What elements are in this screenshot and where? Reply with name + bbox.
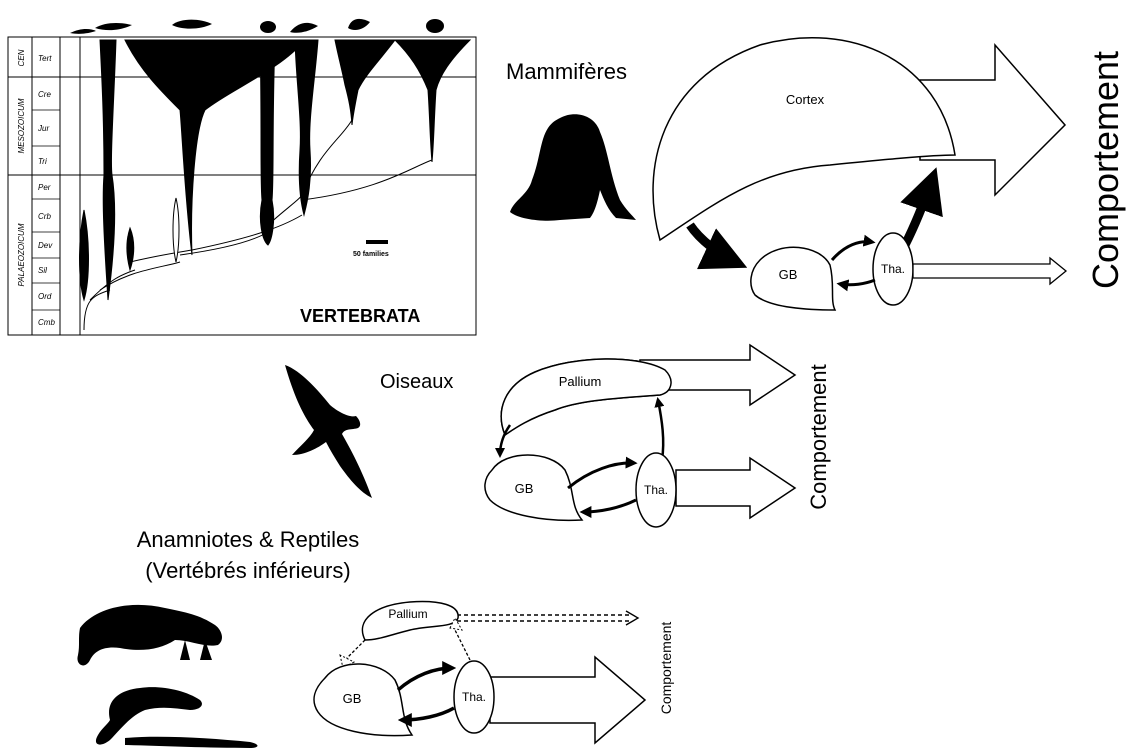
lower-vertebrate-diagram: Anamniotes & Reptiles (Vertébrés inférie… [77, 527, 674, 748]
lower-thalamus-output-arrow [490, 657, 645, 743]
bird-gb-label: GB [515, 481, 534, 496]
lower-pallium-label: Pallium [388, 607, 427, 621]
lower-gb-to-tha-arrow [398, 668, 452, 690]
rodent-icon [426, 19, 444, 33]
lower-label-line1: Anamniotes & Reptiles [137, 527, 360, 552]
mammal-gb-label: GB [779, 267, 798, 282]
salamander-icon [96, 687, 202, 744]
scale-bar [366, 240, 388, 244]
bird-gb-to-tha-arrow [568, 463, 634, 488]
bird-gb-shape [485, 455, 582, 520]
eel-icon [125, 737, 258, 748]
lower-label-line2: (Vertébrés inférieurs) [145, 558, 350, 583]
scale-label: 50 families [353, 251, 389, 258]
bird-behavior-label: Comportement [806, 364, 831, 510]
period-label-cmb: Cmb [38, 318, 55, 327]
period-label-cre: Cre [38, 90, 51, 99]
period-label-tri: Tri [38, 157, 47, 166]
era-label-palaeozoicum: PALAEOZOICUM [17, 223, 26, 286]
big-fish-icon [172, 20, 212, 29]
lower-pallium-to-gb-dashed [345, 640, 365, 660]
bird-tha-to-gb-arrow [583, 500, 636, 512]
timeline-animal-icons [70, 19, 444, 34]
lower-pallium-dashed-output [450, 615, 630, 621]
bird-tha-to-pallium-arrow [658, 400, 663, 460]
eel-icon [70, 29, 96, 34]
timeline-title: VERTEBRATA [300, 306, 420, 326]
cortex-label: Cortex [786, 92, 825, 107]
era-label-cen: CEN [17, 49, 26, 66]
period-label-per: Per [38, 183, 51, 192]
bird-small-icon [348, 19, 370, 30]
lower-tha-to-pallium-dashed [455, 630, 470, 660]
crow-icon [285, 365, 372, 498]
bird-thalamus-label: Tha. [644, 483, 668, 497]
lower-behavior-label: Comportement [658, 622, 674, 715]
bird-label: Oiseaux [380, 371, 453, 393]
period-label-tert: Tert [38, 54, 52, 63]
timeline-panel: CEN MESOZOICUM PALAEOZOICUM Tert Cre Jur… [8, 19, 476, 335]
period-label-ord: Ord [38, 292, 52, 301]
period-label-sil: Sil [38, 266, 47, 275]
bird-pallium-label-front: Pallium [559, 374, 602, 389]
tha-to-cortex-arrow [905, 180, 932, 245]
lower-tha-to-gb-arrow [402, 708, 454, 720]
era-label-mesozoicum: MESOZOICUM [17, 98, 26, 153]
gb-to-tha-arrow [832, 242, 872, 260]
mammal-thalamus-output-arrow [913, 258, 1066, 284]
lower-gb-shape [314, 664, 412, 736]
bird-thalamus-output-arrow [676, 458, 795, 518]
fish-icon [95, 23, 132, 30]
cortex-shape [653, 38, 955, 240]
tha-to-gb-arrow [840, 280, 875, 285]
lower-pallium-dashed-arrowhead [626, 611, 638, 625]
frog-icon [260, 21, 276, 33]
monkey-icon [510, 114, 636, 220]
bird-pallium-shape-front [501, 359, 671, 435]
mammal-behavior-label: Comportement [1085, 51, 1126, 289]
mammal-thalamus-label: Tha. [881, 262, 905, 276]
mammal-diagram: Mammifères Cortex GB Tha. Comportement [506, 38, 1126, 310]
period-label-dev: Dev [38, 241, 53, 250]
lower-gb-label: GB [343, 691, 362, 706]
period-label-jur: Jur [37, 124, 49, 133]
period-label-crb: Crb [38, 212, 51, 221]
lizard-icon [77, 605, 222, 666]
lower-thalamus-label: Tha. [462, 690, 486, 704]
bird-diagram: Oiseaux Pallium Pallium GB Tha. Comporte… [285, 345, 831, 527]
cortex-to-gb-arrow [690, 225, 735, 262]
lizard-icon [290, 23, 318, 33]
mammal-label: Mammifères [506, 59, 627, 84]
